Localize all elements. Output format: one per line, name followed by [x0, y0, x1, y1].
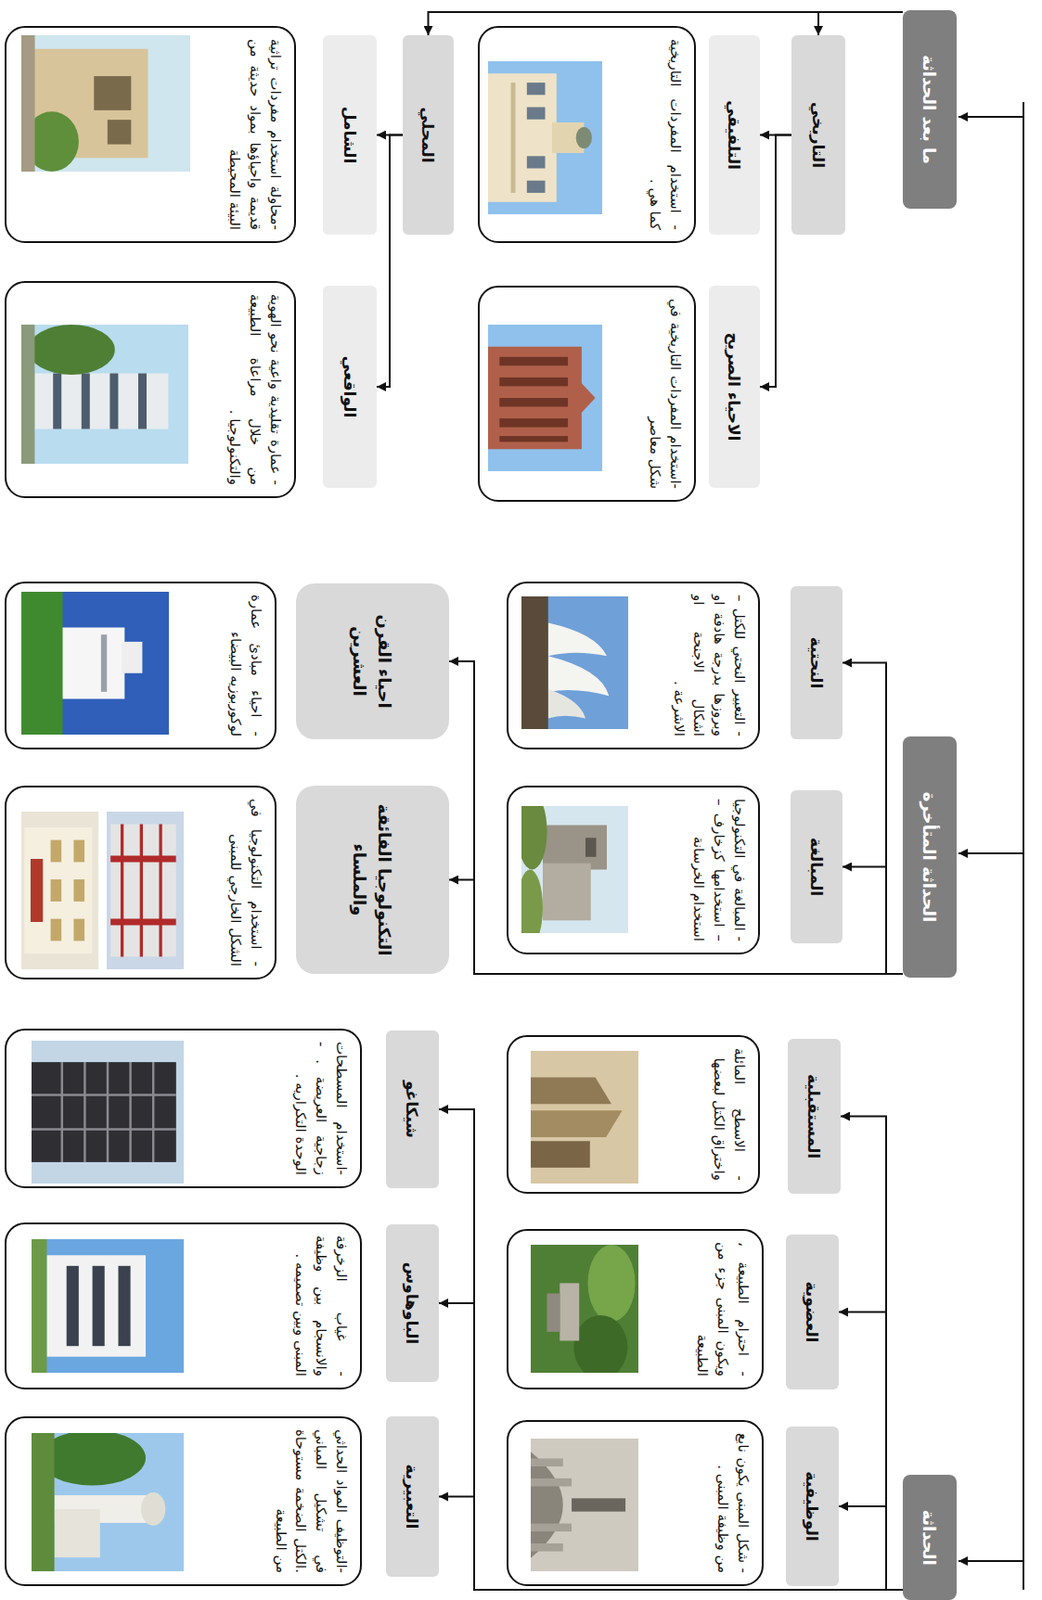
node-text: -محاولة استخدام مفردات تراثية قديمة واحي…: [224, 38, 285, 231]
building-photo: [488, 324, 603, 472]
era-header: ما بعد الحداثة: [902, 10, 957, 209]
connector-arrow: [838, 1506, 903, 1591]
node-text: العضوية: [803, 1282, 823, 1344]
connector-arrow: [818, 12, 903, 36]
root-drop: [958, 1560, 1024, 1563]
node-text: - الاسطح المائلة واختراق الكتل لبعضها: [708, 1048, 750, 1182]
subcategory-label: الاحياء الصريح: [708, 285, 760, 489]
node-text: التاريخي: [809, 102, 828, 168]
category-label: التاريخي: [791, 35, 846, 235]
subcategory-label: الواقعي: [322, 285, 377, 489]
subcategory-label: التلفيقي: [708, 35, 760, 235]
node-text: - عمارة تقليدية واعية نحو الهوية من خلال…: [224, 294, 285, 486]
root-drop: [958, 115, 1024, 118]
category-label: المستقبلية: [787, 1039, 841, 1195]
category-label: المحلي: [402, 35, 454, 235]
category-label: التعبيرية: [385, 1416, 439, 1578]
trend-box: احياء القرن العشرين: [295, 583, 450, 740]
node-text: -التوظيف المواد الحداثي في تشكيل المباني…: [270, 1429, 351, 1574]
node-text: المبالغة: [807, 837, 826, 897]
node-text: الشامل: [340, 106, 360, 165]
building-photo: [521, 596, 629, 730]
building-photo: [530, 1439, 639, 1572]
node-text: -استخدام المسطحات زجاجية العريضة . - الو…: [290, 1042, 351, 1176]
node-text: الاحياء الصريح: [725, 333, 745, 442]
connector-arrow: [376, 135, 403, 388]
building-photo: [21, 324, 189, 464]
description-card: -محاولة استخدام مفردات تراثية قديمة واحي…: [4, 25, 296, 244]
era-header: الحداثة المتأخرة: [902, 736, 957, 978]
description-card: - المبالغة في التكنولوجيا – استخدامها كز…: [506, 785, 760, 955]
node-text: التكنولوجيا الفائقة والملساء: [347, 795, 399, 965]
building-photo: [516, 793, 629, 946]
building-photo: [31, 1041, 184, 1184]
category-label: الوظيفية: [785, 1427, 839, 1587]
building-photo: [106, 811, 184, 970]
node-text: - المبالغة في التكنولوجيا – استخدامها كز…: [688, 798, 749, 942]
node-text: المحلي: [419, 107, 438, 164]
node-text: - استخدام المفردات التاريخية كما هي .: [644, 38, 686, 231]
node-text: - شكل المبنى يكون نابع من وظيفة المبنى .: [712, 1433, 754, 1574]
building-photo: [31, 1430, 184, 1572]
description-card: - احياء مبادئ عمارة لوكوربوزيه البيضاء: [4, 581, 277, 750]
building-photo: [488, 61, 603, 215]
node-text: - احياء مبادئ عمارة لوكوربوزيه البيضاء: [225, 594, 267, 737]
connector-arrow: [428, 12, 904, 36]
era-header: الحداثة: [902, 1475, 957, 1600]
building-photo: [31, 1239, 184, 1374]
description-card: - شكل المبنى يكون نابع من وظيفة المبنى .: [506, 1420, 764, 1587]
building-photo: [21, 591, 169, 735]
connector-arrow: [838, 1312, 903, 1592]
node-text: احياء القرن العشرين: [347, 592, 399, 731]
description-card: - غياب الزخرفة والانسجام بين وظيفة المبن…: [4, 1222, 362, 1390]
connector-arrow: [759, 134, 792, 137]
building-photo: [530, 1051, 639, 1184]
node-text: الحداثة المتأخرة: [920, 792, 940, 923]
description-card: -استخدام المسطحات زجاجية العريضة . - الو…: [4, 1029, 362, 1189]
connector-arrow: [842, 663, 903, 976]
description-card: - التعبير النحتي للكتل – وبروزها بدرجة ه…: [506, 581, 760, 750]
root-line: [1022, 102, 1025, 1591]
description-card: - احترام الطبيعة ، ويكون المبنى جزء من ا…: [506, 1229, 764, 1390]
category-label: النحتية: [790, 586, 843, 740]
node-text: -استخدام المفردات التاريخية في شكل معاصر: [644, 298, 686, 489]
node-text: - التعبير النحتي للكتل – وبروزها بدرجة ه…: [668, 594, 749, 737]
node-text: الباوهاوس: [403, 1262, 423, 1345]
description-card: - استخدام التكنولوجيا في الشكل الخارجي ل…: [4, 785, 277, 980]
description-card: - استخدام المفردات التاريخية كما هي .: [477, 25, 696, 244]
node-text: ما بعد الحداثة: [920, 54, 940, 165]
subcategory-label: الشامل: [322, 35, 377, 235]
node-text: - استخدام التكنولوجيا في الشكل الخارجي ل…: [225, 798, 267, 967]
building-photo: [21, 811, 99, 970]
connector-arrow: [840, 1117, 903, 1592]
node-text: الوظيفية: [803, 1471, 823, 1542]
node-text: الحداثة: [920, 1509, 940, 1566]
connector-arrow: [842, 867, 903, 976]
node-text: التلفيقي: [725, 100, 745, 170]
trend-box: التكنولوجيا الفائقة والملساء: [295, 785, 450, 975]
node-text: شيكاغو: [403, 1080, 423, 1139]
root-drop: [958, 852, 1024, 855]
description-card: - الاسطح المائلة واختراق الكتل لبعضها: [506, 1035, 760, 1195]
category-label: شيكاغو: [385, 1030, 439, 1189]
building-photo: [21, 35, 191, 172]
connector-arrow: [376, 134, 403, 137]
category-label: المبالغة: [790, 790, 843, 944]
node-text: الواقعي: [340, 356, 360, 419]
description-card: -استخدام المفردات التاريخية في شكل معاصر: [477, 285, 696, 502]
node-text: - احترام الطبيعة ، ويكون المبنى جزء من ا…: [692, 1242, 753, 1377]
building-photo: [530, 1245, 639, 1380]
description-card: -التوظيف المواد الحداثي في تشكيل المباني…: [4, 1416, 362, 1587]
node-text: المستقبلية: [805, 1074, 824, 1159]
category-label: العضوية: [785, 1234, 839, 1390]
connector-arrow: [759, 135, 792, 388]
node-text: التعبيرية: [403, 1465, 423, 1531]
node-text: - غياب الزخرفة والانسجام بين وظيفة المبن…: [290, 1235, 351, 1377]
description-card: - عمارة تقليدية واعية نحو الهوية من خلال…: [4, 281, 296, 499]
category-label: الباوهاوس: [385, 1224, 439, 1383]
node-text: النحتية: [807, 637, 826, 690]
